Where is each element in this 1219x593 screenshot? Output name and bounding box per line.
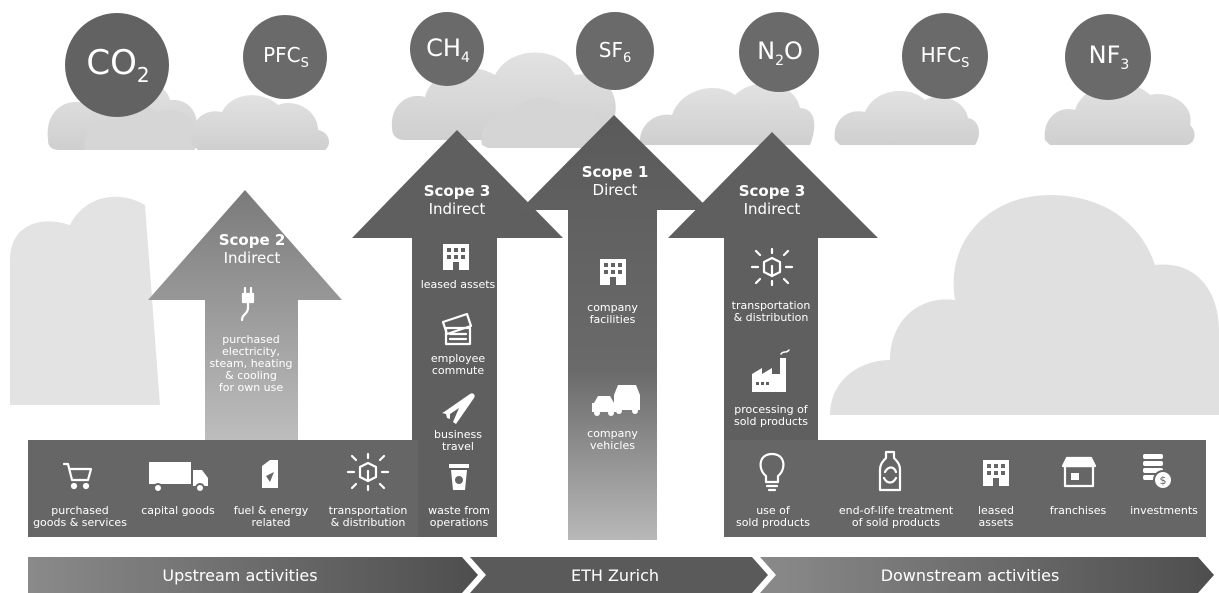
band-upstream-label: Upstream activities <box>162 566 318 585</box>
cloud-icon <box>639 83 815 145</box>
label-end-of-life: end-of-life treatment of sold products <box>838 504 954 529</box>
recycle-bottle-icon <box>878 450 902 492</box>
gas-label-hfcs: HFCS <box>908 42 982 77</box>
gas-ch4-sub: 4 <box>460 49 470 66</box>
building-icon <box>983 460 1009 486</box>
scope1-subtitle: Direct <box>592 181 638 199</box>
label-leased-assets-downstream: leased assets <box>977 504 1015 529</box>
svg-text:$: $ <box>1160 474 1167 487</box>
cloud-icon <box>481 97 600 148</box>
plug-icon <box>240 286 255 322</box>
gas-label-sf6: SF6 <box>584 37 646 72</box>
scope3-downstream-arrow <box>668 132 878 440</box>
gas-n2o-base: N <box>757 37 776 65</box>
band-eth-label: ETH Zurich <box>570 566 660 585</box>
cloud-icon <box>10 196 160 405</box>
gas-co2-base: CO <box>86 43 137 83</box>
downstream-activities-panel <box>724 440 1206 537</box>
gas-label-co2: CO2 <box>75 43 161 95</box>
label-leased-assets-upstream: leased assets <box>420 278 496 291</box>
coins-icon: $ <box>1143 454 1173 490</box>
hfcs-circle <box>902 13 988 99</box>
scope3-upstream-subtitle: Indirect <box>428 200 486 218</box>
cloud-icon <box>834 90 980 145</box>
gas-sf6-sub: 6 <box>622 51 632 66</box>
upstream-band <box>28 557 478 593</box>
label-company-facilities: company facilities <box>587 301 638 326</box>
eth-band <box>470 557 768 593</box>
scope3-downstream-subtitle: Indirect <box>743 200 801 218</box>
building-icon <box>600 259 626 285</box>
fuel-can-icon <box>262 460 278 488</box>
band-downstream-label: Downstream activities <box>880 566 1060 585</box>
label-use-sold: use of sold products <box>735 504 811 529</box>
gas-hfcs-sub: S <box>961 56 970 71</box>
truck-icon <box>149 462 208 493</box>
light-bulb-icon <box>759 452 785 492</box>
gas-hfcs-base: HFC <box>920 43 962 67</box>
gas-co2-sub: 2 <box>136 62 150 87</box>
label-transportation-upstream: transportation & distribution <box>328 504 408 529</box>
label-purchased-goods: purchased goods & services <box>33 504 127 529</box>
label-transportation-downstream: transportation & distribution <box>731 299 811 324</box>
gas-n2o-sub: 2 <box>775 52 784 69</box>
label-franchises: franchises <box>1049 504 1107 517</box>
cloud-icon <box>830 195 1219 415</box>
label-processing-sold: processing of sold products <box>733 403 809 428</box>
box-arrows-icon <box>346 452 390 492</box>
gas-nf3-sub: 3 <box>1120 56 1130 73</box>
gas-label-nf3: NF3 <box>1075 40 1143 80</box>
gas-nf3-base: NF <box>1088 41 1121 69</box>
building-icon <box>443 244 469 270</box>
n2o-circle <box>739 12 819 92</box>
downstream-band <box>760 557 1214 593</box>
airplane-icon <box>442 393 475 424</box>
pfcs-circle <box>243 15 327 99</box>
ticket-icon <box>441 312 473 346</box>
gas-label-n2o: N2O <box>745 36 815 76</box>
car-icon <box>592 385 640 416</box>
scope2-subtitle: Indirect <box>223 249 281 267</box>
label-fuel-energy: fuel & energy related <box>233 504 309 529</box>
cloud-icon <box>1044 83 1195 145</box>
box-arrows-icon <box>750 247 794 287</box>
label-waste: waste from operations <box>428 504 490 529</box>
recycling-bin-icon <box>449 464 469 490</box>
nf3-circle <box>1065 14 1151 100</box>
gas-label-ch4: CH4 <box>415 33 481 73</box>
cloud-icon <box>191 95 330 150</box>
gas-n2o-tail: O <box>783 37 803 65</box>
gas-pfcs-sub: S <box>300 56 309 71</box>
factory-icon <box>752 349 790 392</box>
gas-ch4-base: CH <box>426 34 461 62</box>
scope1-title: Scope 1 <box>581 163 649 181</box>
gas-label-pfcs: PFCS <box>250 42 322 77</box>
label-company-vehicles: company vehicles <box>587 427 638 452</box>
label-business-travel: business travel <box>434 428 482 453</box>
label-purchased-electricity: purchased electricity, steam, heating & … <box>209 333 293 394</box>
gas-pfcs-base: PFC <box>263 43 301 67</box>
label-employee-commute: employee commute <box>430 352 486 377</box>
storefront-icon <box>1061 456 1097 488</box>
co2-circle <box>65 13 169 117</box>
sf6-circle <box>576 12 654 90</box>
scope2-title: Scope 2 <box>218 231 286 249</box>
ch4-circle <box>410 12 484 86</box>
cloud-icon <box>84 106 195 150</box>
scope3-upstream-title: Scope 3 <box>423 182 491 200</box>
scope1-arrow <box>520 115 710 540</box>
gas-sf6-base: SF <box>598 38 623 62</box>
label-investments: investments <box>1130 504 1198 517</box>
label-capital-goods: capital goods <box>141 504 215 517</box>
scope3-downstream-title: Scope 3 <box>738 182 806 200</box>
shopping-cart-icon <box>62 462 93 490</box>
